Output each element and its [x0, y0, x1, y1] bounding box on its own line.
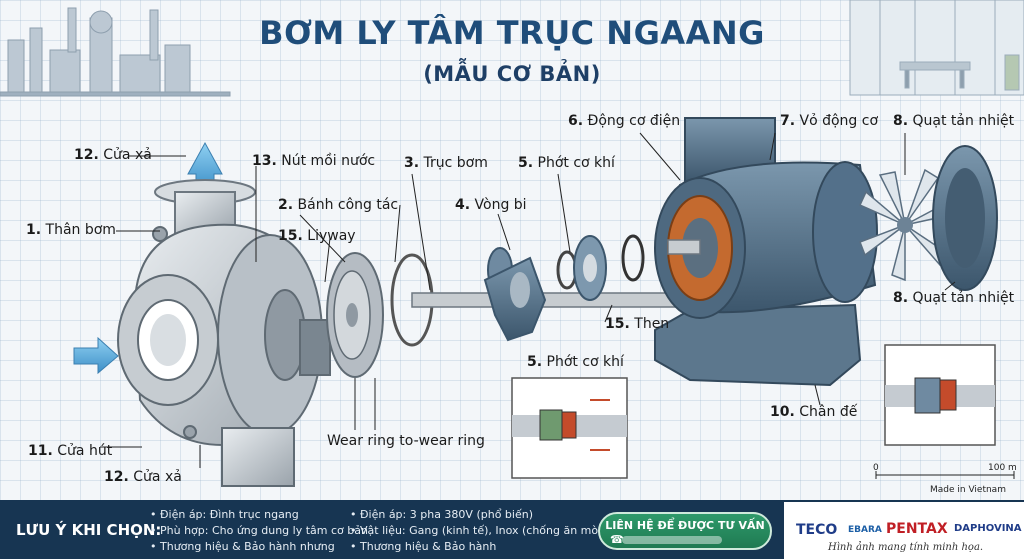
scale-bar — [875, 471, 1015, 479]
scale-end: 100 m — [988, 463, 1017, 473]
label-wear-ring: Wear ring to-wear ring — [327, 433, 485, 449]
label-then: 15. Then — [605, 316, 670, 332]
factory-skyline — [0, 7, 231, 97]
brand-ebara: EBARA — [848, 525, 882, 535]
label-vo-dong-co: 7. Vỏ động cơ — [780, 113, 879, 129]
note-col1-item: Thương hiệu & Bảo hành nhưng — [150, 540, 335, 553]
seal-detail-inset — [511, 377, 628, 479]
impeller — [326, 252, 384, 378]
brand-pentax: PENTAX — [886, 521, 948, 537]
label-liyway: 15. Liyway — [278, 228, 356, 244]
scale-zero: 0 — [873, 463, 879, 473]
phone-icon: ☎ — [610, 533, 624, 546]
note-col1-item: Điện áp: Đình trục ngang — [150, 508, 299, 521]
label-quat-tan-nhiet-top: 8. Quạt tản nhiệt — [893, 113, 1015, 129]
label-chan-de: 10. Chân đế — [770, 404, 858, 420]
note-col2-item: Thương hiệu & Bảo hành — [350, 540, 496, 553]
brand-strip — [784, 502, 1024, 559]
label-quat-tan-nhiet-bottom: 8. Quạt tản nhiệt — [893, 290, 1015, 306]
brand-daphovina: DAPHOVINA — [954, 523, 1022, 534]
phone-number-placeholder — [622, 536, 722, 544]
pump-casing — [117, 179, 331, 487]
label-cua-xa-bottom: 12. Cửa xả — [104, 469, 182, 485]
note-col1-item: Phù hợp: Cho ứng dung ly tâm cơ bản — [150, 524, 368, 537]
label-phot-co-khi: 5. Phớt cơ khí — [518, 155, 615, 171]
leader-lines — [100, 132, 956, 468]
label-phot-co-khi-detail: 5. Phớt cơ khí — [527, 354, 624, 370]
illustration-caption: Hình ảnh mang tính minh họa. — [828, 542, 984, 553]
label-than-bom: 1. Thân bơm — [26, 222, 116, 238]
contact-button-label: LIÊN HỆ ĐỂ ĐƯỢC TƯ VẤN — [605, 519, 765, 532]
page-title: BƠM LY TÂM TRỤC NGAANG — [259, 14, 765, 52]
notes-heading: LƯU Ý KHI CHỌN: — [16, 521, 162, 539]
label-nut-moi-nuoc: 13. Nút mồi nước — [252, 153, 376, 169]
office-scene — [849, 0, 1024, 96]
made-in-label: Made in Vietnam — [930, 485, 1006, 495]
brand-teco: TECO — [796, 522, 838, 538]
cross-section-inset — [884, 344, 996, 446]
cooling-fan — [859, 145, 998, 291]
label-banh-cong-tac: 2. Bánh công tác — [278, 197, 399, 213]
contact-button[interactable]: LIÊN HỆ ĐỂ ĐƯỢC TƯ VẤN ☎ — [598, 512, 772, 550]
label-vong-bi: 4. Vòng bi — [455, 197, 527, 213]
bearing — [483, 247, 547, 342]
note-col2-item: Vật liệu: Gang (kinh tế), Inox (chống ăn… — [350, 524, 609, 537]
label-cua-hut: 11. Cửa hút — [28, 443, 113, 459]
page-subtitle: (MẪU CƠ BẢN) — [423, 62, 601, 86]
suction-arrow — [73, 336, 119, 375]
label-truc-bom: 3. Trục bơm — [404, 155, 488, 171]
mechanical-seal — [556, 234, 645, 301]
electric-motor — [654, 117, 878, 387]
label-cua-xa-top: 12. Cửa xả — [74, 147, 152, 163]
note-col2-item: Điện áp: 3 pha 380V (phổ biến) — [350, 508, 533, 521]
label-dong-co-dien: 6. Động cơ điện — [568, 113, 681, 129]
